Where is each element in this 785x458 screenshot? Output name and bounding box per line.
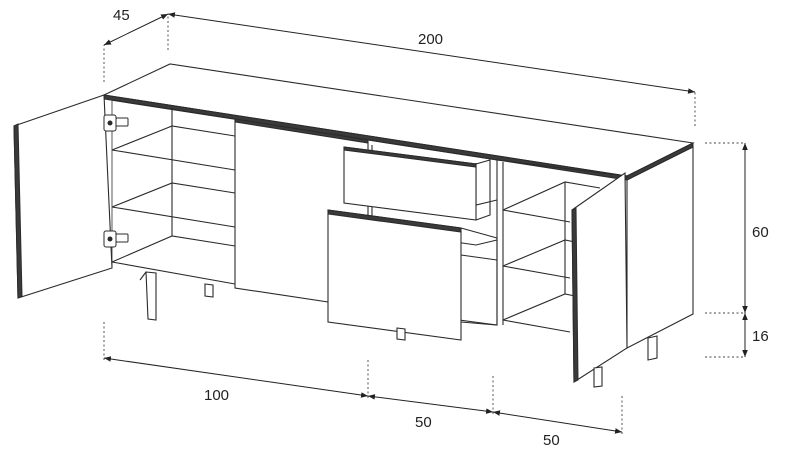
dimension-leg-height [705,313,748,358]
dimension-total-width [167,12,696,126]
right-compartment [496,159,628,333]
body-height-label: 60 [752,224,769,241]
left-section-label: 100 [204,387,229,404]
hinge-icon [103,114,129,132]
drawer-bottom [327,209,498,341]
total-width-label: 200 [418,31,443,48]
middle-section-label: 50 [415,414,432,431]
drawer-top [343,146,491,221]
left-compartment [111,99,236,285]
right-section-label: 50 [543,432,560,449]
dimension-body-height [705,142,748,314]
leg-height-label: 16 [752,328,769,345]
legs [139,271,658,388]
right-side-panel [626,146,694,349]
right-door [571,171,628,383]
left-door [13,94,113,299]
depth-label: 45 [113,7,130,24]
hinge-icon [103,230,129,248]
dimension-bottom [103,322,623,434]
